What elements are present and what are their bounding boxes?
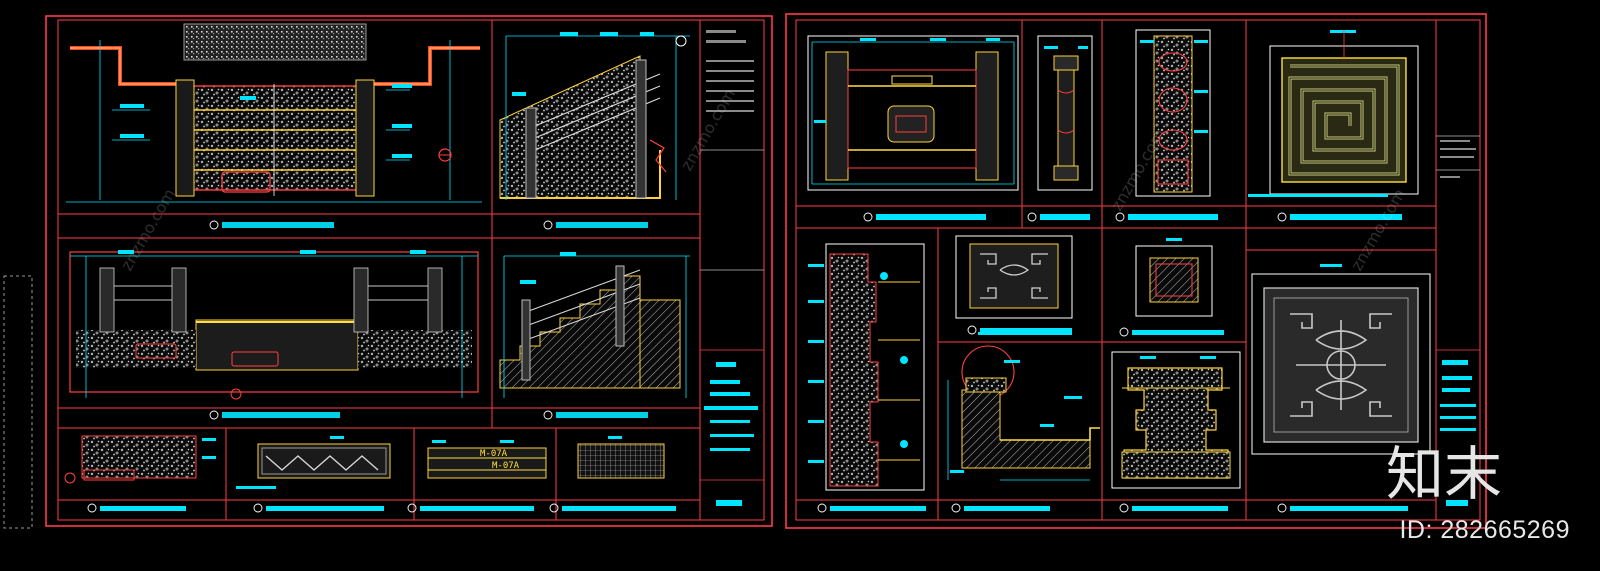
panel-post[interactable]	[1135, 29, 1211, 197]
panel-stair-section[interactable]	[499, 32, 690, 200]
panel-stair-elevation[interactable]	[499, 252, 690, 398]
title-block-contents	[1436, 135, 1480, 506]
panel-tall-section[interactable]	[808, 243, 925, 491]
panel-plan[interactable]	[66, 23, 482, 203]
svg-text:知末: 知末	[1386, 440, 1502, 506]
title-block-contents	[700, 30, 764, 506]
panel-railing[interactable]	[807, 35, 1019, 191]
panel-small-box[interactable]	[1135, 238, 1213, 317]
panel-big-pattern[interactable]	[1251, 264, 1431, 455]
strip-label-text: M-07A	[480, 449, 508, 459]
panel-pedestal[interactable]	[1111, 351, 1241, 489]
panel-title-bars	[100, 222, 676, 511]
strip-label-text-2: M-07A	[492, 461, 520, 471]
panel-title-bars	[830, 214, 1408, 511]
svg-text:znzmo.com: znzmo.com	[1347, 185, 1409, 274]
panel-column[interactable]	[1037, 35, 1093, 191]
sheet-right	[785, 13, 1487, 529]
image-id-watermark: ID: 282665269	[1399, 516, 1570, 544]
title-block	[1435, 19, 1481, 521]
svg-text:znzmo.com: znzmo.com	[117, 185, 179, 274]
svg-text:znzmo.com: znzmo.com	[677, 85, 739, 174]
znzmo-logo: 知末	[1386, 440, 1502, 506]
sheet-border	[785, 13, 1487, 529]
panel-corner-section[interactable]	[947, 345, 1100, 481]
panel-title-markers	[87, 220, 559, 513]
dashed-frame	[3, 275, 33, 529]
panel-strip-grid[interactable]	[577, 436, 665, 479]
panel-maze[interactable]	[1248, 30, 1419, 197]
panel-elevation[interactable]	[69, 250, 479, 400]
panel-strip-label[interactable]: M-07A M-07A	[427, 440, 547, 479]
sheet-border	[45, 15, 773, 527]
panel-strip-stone[interactable]	[64, 435, 216, 484]
panel-title-markers	[817, 212, 1287, 513]
panel-panel-pattern[interactable]	[955, 235, 1073, 335]
panel-strip-pattern[interactable]	[236, 436, 391, 489]
sheet-left: M-07A M-07A	[45, 15, 773, 527]
